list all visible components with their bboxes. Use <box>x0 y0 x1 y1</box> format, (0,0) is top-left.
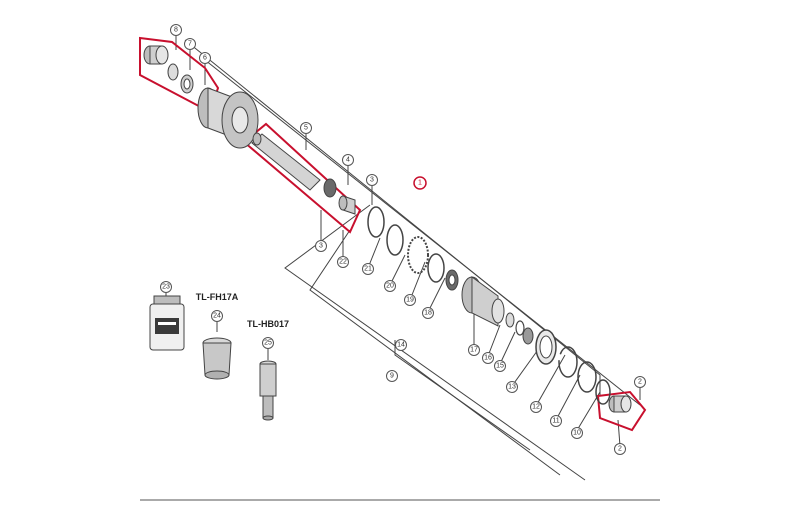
ring-f <box>595 379 611 405</box>
left-bearing-ring <box>167 63 179 81</box>
svg-text:25: 25 <box>264 340 272 347</box>
right-end-cap <box>608 395 632 413</box>
svg-text:22: 22 <box>339 259 347 266</box>
callout-2-top: 2 <box>634 376 646 388</box>
svg-text:19: 19 <box>406 297 414 304</box>
svg-text:6: 6 <box>203 55 207 62</box>
ring-e <box>577 361 597 393</box>
svg-text:10: 10 <box>573 430 581 437</box>
svg-text:20: 20 <box>386 283 394 290</box>
hub-shell <box>197 87 259 149</box>
callout-9: 9 <box>386 370 398 382</box>
svg-text:17: 17 <box>470 347 478 354</box>
svg-text:16: 16 <box>484 355 492 362</box>
svg-text:21: 21 <box>364 266 372 273</box>
callout-5: 5 <box>300 122 312 134</box>
washer-b <box>515 320 525 336</box>
tool-tl-hb017 <box>259 360 277 421</box>
highlight-frame-left-cap <box>139 36 220 114</box>
ring-b <box>386 224 404 256</box>
callout-3-upper: 3 <box>366 174 378 186</box>
left-end-cap <box>143 45 169 65</box>
svg-text:11: 11 <box>552 418 559 425</box>
svg-text:24: 24 <box>213 313 221 320</box>
svg-text:8: 8 <box>174 27 178 34</box>
callout-assembly: 1 <box>413 176 427 190</box>
callout-14: 14 <box>395 339 407 351</box>
callout-20: 20 <box>384 280 396 292</box>
callout-22: 22 <box>337 256 349 268</box>
axle <box>251 132 321 191</box>
tool-tl-fh17a <box>202 337 232 380</box>
callout-21: 21 <box>362 263 374 275</box>
callout-4: 4 <box>342 154 354 166</box>
svg-text:1: 1 <box>418 180 422 187</box>
svg-text:9: 9 <box>390 373 394 380</box>
callout-7: 7 <box>184 38 196 50</box>
callout-18: 18 <box>422 307 434 319</box>
highlight-frame-axle <box>242 122 362 234</box>
callout-10: 10 <box>571 427 583 439</box>
callout-17: 17 <box>468 344 480 356</box>
callout-16: 16 <box>482 352 494 364</box>
svg-text:5: 5 <box>304 125 308 132</box>
callout-6: 6 <box>199 52 211 64</box>
svg-text:2: 2 <box>618 446 622 453</box>
svg-text:23: 23 <box>162 284 170 291</box>
svg-text:14: 14 <box>397 342 405 349</box>
callout-23: 23 <box>160 281 172 293</box>
callout-8: 8 <box>170 24 182 36</box>
axle-spacer <box>338 195 356 215</box>
axle-bearing <box>323 178 337 198</box>
svg-text:18: 18 <box>424 310 432 317</box>
tool-grease-jar <box>149 295 185 351</box>
svg-text:2: 2 <box>638 379 642 386</box>
highlight-frames <box>139 36 647 432</box>
callout-15: 15 <box>494 360 506 372</box>
svg-text:3: 3 <box>370 177 374 184</box>
svg-text:13: 13 <box>508 384 516 391</box>
svg-text:4: 4 <box>346 157 350 164</box>
callout-19: 19 <box>404 294 416 306</box>
callout-24: 24 <box>211 310 223 322</box>
callout-3-lower: 3 <box>315 240 327 252</box>
highlight-frame-right-cap <box>596 390 647 432</box>
callout-2-bottom: 2 <box>614 443 626 455</box>
tool-label-tl-fh17a: TL-FH17A <box>196 292 239 302</box>
ring-c <box>427 253 445 283</box>
snap-ring <box>558 346 578 378</box>
parts <box>143 45 632 413</box>
callout-25: 25 <box>262 337 274 349</box>
freehub-body <box>461 276 505 327</box>
ring-a <box>367 206 385 238</box>
callout-12: 12 <box>530 401 542 413</box>
tool-label-tl-hb017: TL-HB017 <box>247 319 289 329</box>
callouts: 2 2 3 3 4 5 6 7 8 9 10 11 12 13 14 15 16… <box>160 24 646 455</box>
callout-11: 11 <box>550 415 562 427</box>
toothed-ring <box>407 236 429 274</box>
svg-text:15: 15 <box>496 363 504 370</box>
washer-a <box>505 312 515 328</box>
callout-13: 13 <box>506 381 518 393</box>
washer-c <box>522 327 534 345</box>
svg-text:12: 12 <box>532 404 540 411</box>
svg-text:3: 3 <box>319 243 323 250</box>
svg-text:7: 7 <box>188 41 192 48</box>
